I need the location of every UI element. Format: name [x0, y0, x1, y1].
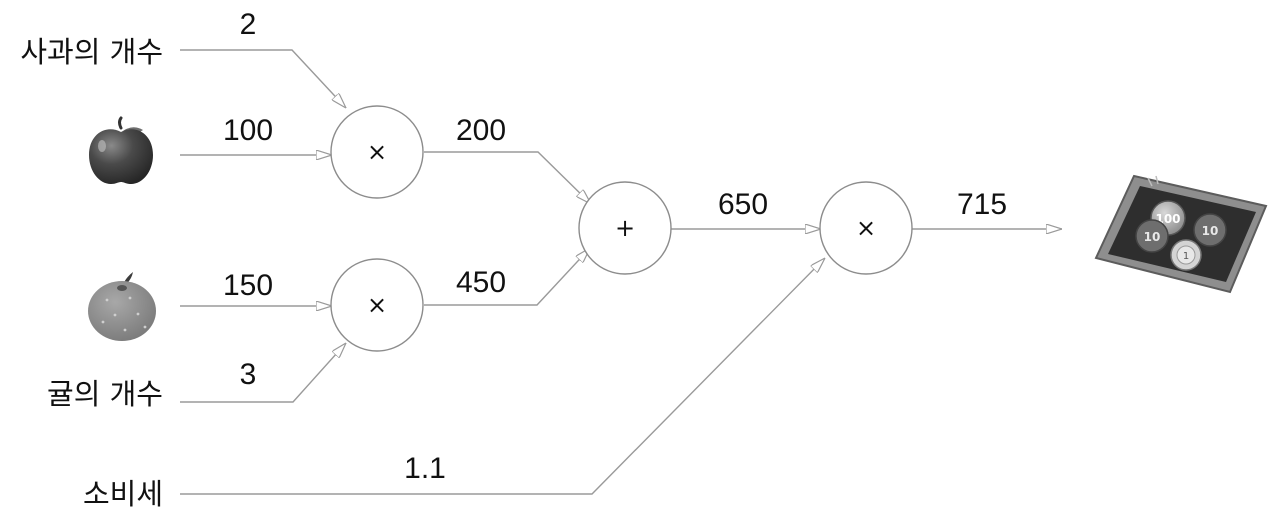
multiply-node-tax: ×: [819, 181, 913, 275]
svg-text:10: 10: [1202, 224, 1219, 238]
value-mandarin-total: 450: [456, 266, 506, 299]
coin-10: 10: [1193, 213, 1227, 247]
value-apple-price: 100: [223, 114, 273, 147]
coin-1: 1: [1170, 239, 1202, 271]
operator-label: ×: [856, 214, 876, 242]
edge-tax: [180, 258, 825, 495]
value-mandarin-count: 3: [240, 358, 257, 391]
value-total: 715: [957, 188, 1007, 221]
value-apple-total: 200: [456, 114, 506, 147]
edge-apple-count: [180, 49, 346, 108]
edge-mandarin-count: [180, 343, 346, 403]
coin-tray-icon: 100 10 10 1: [1094, 174, 1268, 294]
multiply-node-apple: ×: [330, 105, 424, 199]
edge-mandarin-total: [424, 248, 590, 306]
coin-10: 10: [1135, 219, 1169, 253]
svg-text:10: 10: [1144, 230, 1161, 244]
operator-label: +: [615, 214, 635, 242]
svg-text:1: 1: [1183, 251, 1189, 262]
mandarin-count-label: 귤의 개수: [47, 377, 163, 411]
apple-count-label: 사과의 개수: [20, 35, 163, 69]
add-node: +: [578, 181, 672, 275]
value-tax: 1.1: [404, 452, 446, 485]
operator-label: ×: [367, 138, 387, 166]
mandarin-icon: [88, 272, 156, 341]
tax-label: 소비세: [83, 477, 163, 511]
value-mandarin-price: 150: [223, 269, 273, 302]
multiply-node-mandarin: ×: [330, 258, 424, 352]
edge-apple-total: [424, 151, 591, 204]
value-apple-count: 2: [240, 8, 257, 41]
apple-icon: [89, 116, 153, 184]
value-sum: 650: [718, 188, 768, 221]
operator-label: ×: [367, 291, 387, 319]
